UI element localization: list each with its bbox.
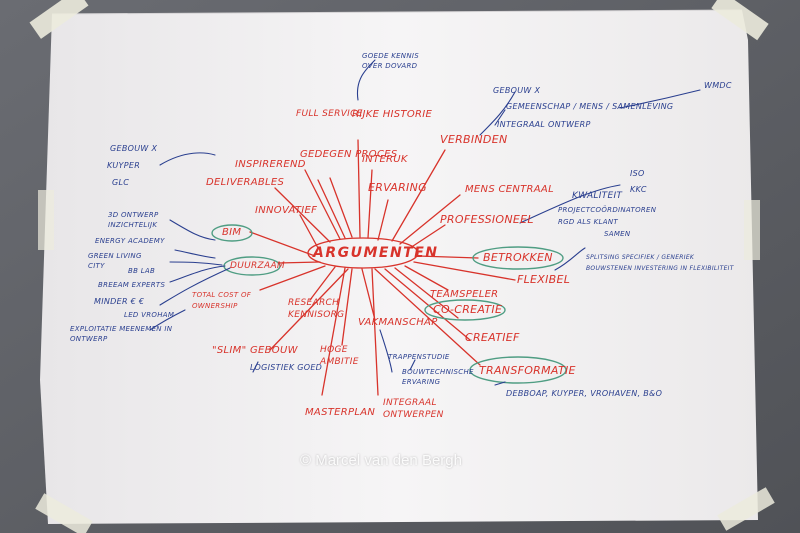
label-rgd: RGD ALS KLANT — [558, 218, 618, 226]
label-breeam: BREEAM EXPERTS — [98, 281, 166, 289]
label-3d-ontwerp: 3D ONTWERP INZICHTELIJK — [108, 211, 159, 229]
label-bim: BIM — [222, 227, 242, 238]
label-green-living: GREEN LIVING CITY — [88, 252, 142, 270]
label-kuyper: KUYPER — [107, 161, 141, 170]
label-gemeenschap: GEMEENSCHAP / MENS / SAMENLEVING — [506, 102, 674, 111]
label-wmdc: WMDC — [704, 81, 732, 90]
label-slim-gebouw: "SLIM" GEBOUW — [212, 345, 298, 356]
label-glc: GLC — [112, 178, 130, 187]
label-exploitatie: EXPLOITATIE MEENEMEN IN ONTWERP — [70, 325, 173, 343]
tape-right-mid — [744, 200, 760, 260]
label-iso: ISO — [630, 169, 645, 178]
label-center-argumenten: ARGUMENTEN — [313, 245, 439, 261]
tape-top-left — [29, 0, 89, 39]
label-projects: DEBBOAP, KUYPER, VROHAVEN, B&O — [506, 389, 663, 398]
label-gebouw-x-top: GEBOUW X — [493, 86, 541, 95]
label-mens-centraal: MENS CENTRAAL — [465, 184, 554, 195]
label-teamspeler: TEAMSPELER — [430, 289, 499, 300]
label-led: LED VROHAM — [124, 311, 175, 319]
label-verbinden: VERBINDEN — [440, 133, 508, 146]
label-duurzaam: DUURZAAM — [230, 261, 286, 271]
label-goede-kennis: GOEDE KENNIS OVER DOVARD — [362, 52, 419, 70]
label-kwaliteit: KWALITEIT — [572, 191, 623, 201]
tape-bottom-right — [717, 487, 775, 531]
cocreatie-ellipse — [424, 299, 506, 321]
label-innovatief: INNOVATIEF — [255, 205, 318, 216]
label-research: RESEARCH KENNISORG — [288, 298, 345, 320]
betrokken-ellipse — [472, 246, 564, 270]
label-bb-lab: BB LAB — [128, 267, 156, 275]
label-bouwtechnische: BOUWTECHNISCHE ERVARING — [402, 368, 474, 386]
label-betrokken: BETROKKEN — [483, 251, 553, 264]
label-samen: SAMEN — [604, 230, 631, 238]
label-vakmanschap: VAKMANSCHAP — [358, 317, 438, 328]
label-energy-academy: ENERGY ACADEMY — [95, 237, 165, 245]
label-deliverables: DELIVERABLES — [206, 177, 285, 188]
label-hoge-ambitie: HOGE AMBITIE — [320, 345, 359, 367]
label-co-creatie: CO-CREATIE — [433, 303, 503, 316]
label-full-service: FULL SERVICE — [296, 109, 363, 119]
label-total-cost: TOTAL COST OF OWNERSHIP — [192, 291, 252, 310]
label-minder: MINDER € € — [94, 297, 145, 306]
label-kkc: KKC — [630, 185, 647, 194]
tape-left-mid — [38, 190, 54, 250]
label-integraal-ontwerpen: INTEGRAAL ONTWERPEN — [383, 398, 444, 420]
label-integraal-ontwerp: INTEGRAAL ONTWERP — [497, 120, 591, 129]
label-inspirerend: INSPIREREND — [235, 159, 306, 170]
label-rijke-historie: RIJKE HISTORIE — [352, 109, 433, 120]
label-intereuk: INTERUK — [362, 154, 408, 165]
photo-credit: © Marcel van den Bergh — [300, 452, 462, 469]
label-transformatie: TRANSFORMATIE — [479, 364, 576, 377]
transformatie-ellipse — [469, 356, 567, 384]
tape-bottom-left — [35, 493, 93, 533]
label-logistiek: LOGISTIEK GOED — [250, 363, 323, 372]
label-trappenstudie: TRAPPENSTUDIE — [388, 353, 450, 361]
label-projectcoordinatoren: PROJECTCOÖRDINATOREN — [558, 206, 657, 214]
label-professioneel: PROFESSIONEEL — [440, 213, 534, 226]
label-creatief: CREATIEF — [465, 331, 520, 344]
label-flexibel: FLEXIBEL — [517, 273, 571, 286]
tape-top-right — [711, 0, 769, 41]
label-gedegen-proces: GEDEGEN PROCES — [300, 149, 398, 160]
label-gebouw-x-left: GEBOUW X — [110, 144, 158, 153]
label-bouwstenen: BOUWSTENEN INVESTERING IN FLEXIBILITEIT — [586, 265, 734, 272]
bim-ellipse — [211, 224, 253, 242]
label-splitsing: SPLITSING SPECIFIEK / GENERIEK — [586, 254, 695, 261]
label-ervaring: ERVARING — [368, 181, 427, 194]
label-masterplan: MASTERPLAN — [305, 407, 376, 418]
